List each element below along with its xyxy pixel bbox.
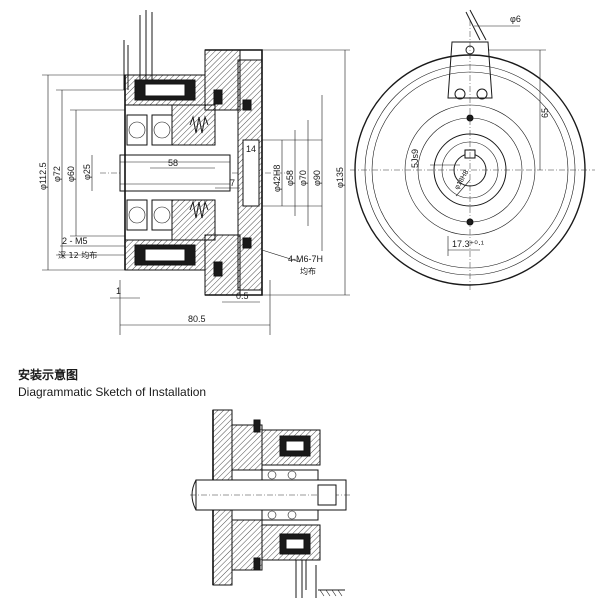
label-7: 7 [230,178,235,188]
caption-english: Diagrammatic Sketch of Installation [18,385,207,399]
label-65: 65 [540,108,550,118]
label-14: 14 [246,144,256,154]
caption-chinese: 安装示意图 [18,368,79,382]
label-phi-6: φ6 [510,14,521,24]
label-80-5: 80.5 [188,314,206,324]
label-phi-70: φ70 [298,170,308,186]
label-2-m5-note: 深 12 均布 [58,250,97,260]
label-phi-42h8: φ42H8 [272,165,282,192]
end-view: φ6 65 5Js9 φ18H8 17.3⁺⁰·¹ [350,9,595,290]
section-view: φ112.5 φ72 φ60 φ25 58 14 7 φ42H8 φ58 φ70… [38,10,350,335]
label-bore-phi-18h8: φ18H8 [454,169,471,191]
label-phi-60: φ60 [66,166,76,182]
label-0-5: 0.5 [236,291,249,301]
installation-sketch [190,409,350,598]
label-4-m6-note: 均布 [300,266,316,276]
label-1: 1 [116,286,121,296]
label-phi-72: φ72 [52,166,62,182]
label-4-m6: 4-M6-7H [288,254,323,264]
label-phi-25: φ25 [82,164,92,180]
label-phi-58: φ58 [285,170,295,186]
label-phi-90: φ90 [312,170,322,186]
label-2-m5: 2 - M5 [62,236,88,246]
label-58: 58 [168,158,178,168]
label-17-3: 17.3⁺⁰·¹ [452,239,484,249]
label-5js9: 5Js9 [410,149,420,168]
label-phi-112-5: φ112.5 [38,162,48,190]
label-phi-135: φ135 [335,167,345,188]
